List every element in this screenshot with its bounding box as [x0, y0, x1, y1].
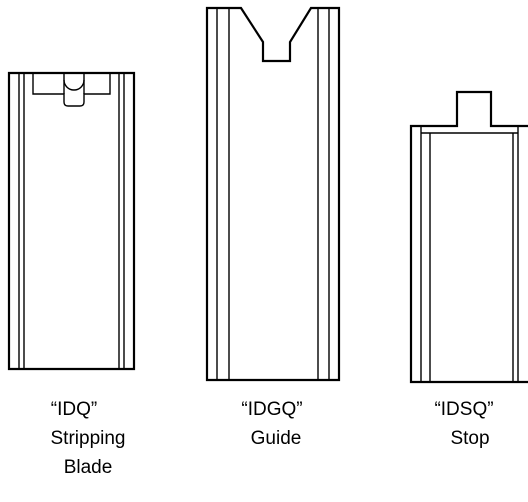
guide-outline [205, 6, 341, 382]
stop-drawing [409, 90, 528, 384]
caption-idq-code: “IDQ” [51, 399, 97, 420]
stop-outline [409, 90, 528, 384]
caption-idsq-name-line-1: Stop [450, 428, 489, 449]
stripping-blade-outline [7, 71, 136, 371]
caption-idq: “IDQ” Stripping Blade [51, 399, 126, 478]
caption-idgq: “IDGQ” Guide [241, 399, 302, 449]
caption-idsq-code: “IDSQ” [434, 399, 493, 420]
caption-idgq-name-line-1: Guide [251, 428, 302, 449]
caption-idsq: “IDSQ” Stop [434, 399, 493, 449]
caption-idq-name-line-2: Blade [64, 457, 113, 478]
stripping-blade-notch-arc [63, 73, 85, 91]
guide-drawing [205, 6, 341, 382]
stripping-blade-drawing [7, 71, 136, 371]
caption-idq-name-line-1: Stripping [51, 428, 126, 449]
caption-idgq-code: “IDGQ” [241, 399, 302, 420]
stripping-blade-notch [32, 73, 111, 107]
